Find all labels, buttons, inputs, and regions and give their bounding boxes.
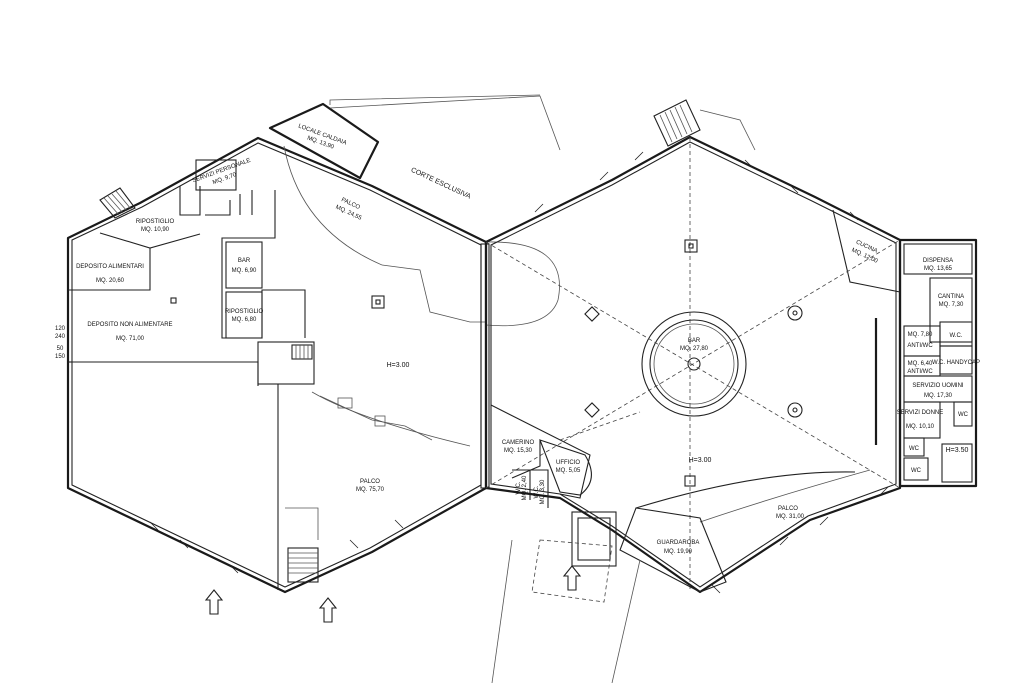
bar-small-area: MQ. 6,90 xyxy=(232,268,257,274)
entrance-arrows xyxy=(204,565,582,623)
servizi-donne-name: SERVIZI DONNE xyxy=(897,410,944,416)
guardaroba-area: MQ. 19,90 xyxy=(664,549,693,555)
wc-a-area: MQ. 2,40 xyxy=(522,475,528,500)
window-ticks xyxy=(149,151,889,594)
wc-s1: WC xyxy=(958,412,969,418)
wc-right: W.C. xyxy=(950,333,963,339)
antiwc-1-name: ANTI/WC xyxy=(907,343,933,349)
dim-2: 240 xyxy=(55,334,66,340)
room-labels: RIPOSTIGLIO MQ. 10,90 SERVIZI PERSONALE … xyxy=(76,124,980,555)
stage-left xyxy=(311,391,471,447)
palco-right-area: MQ. 31,00 xyxy=(776,514,805,520)
ufficio-name: UFFICIO xyxy=(556,460,580,466)
left-building-walls xyxy=(66,136,488,594)
palco-right-name: PALCO xyxy=(778,506,798,512)
dispensa-name: DISPENSA xyxy=(923,258,953,264)
dispensa-area: MQ. 13,65 xyxy=(924,266,953,272)
antiwc-2-name: ANTI/WC xyxy=(907,369,933,375)
entrance xyxy=(491,511,641,683)
deposito-alimentari-area: MQ. 20,60 xyxy=(96,278,125,284)
servizi-uomini-area: MQ. 17,30 xyxy=(924,393,953,399)
wc-b-name: W.C. xyxy=(534,485,540,498)
dim-1: 120 xyxy=(55,326,66,332)
height-wc: H=3.50 xyxy=(946,447,969,454)
stairs-left xyxy=(285,344,319,583)
wc-handy-name: W.C. HANDYCAP xyxy=(932,360,980,366)
wc-b-area: MQ. 3,30 xyxy=(540,479,546,504)
bar-small-name: BAR xyxy=(238,258,251,264)
stairs-top-left xyxy=(99,187,136,219)
height-left: H=3.00 xyxy=(387,362,410,369)
wc-s2: WC xyxy=(909,446,920,452)
ripostiglio-top-name: RIPOSTIGLIO xyxy=(136,219,175,225)
bar-main-name: BAR xyxy=(688,338,701,344)
dim-3: 50 xyxy=(57,346,64,352)
guardaroba-name: GUARDAROBA xyxy=(657,540,700,546)
wc-s3: WC xyxy=(911,468,922,474)
height-right: H=3.00 xyxy=(689,457,712,464)
antiwc-2-area: MQ. 6,40 xyxy=(908,361,933,367)
ripostiglio-mid-name: RIPOSTIGLIO xyxy=(225,309,264,315)
service-wing xyxy=(832,209,978,488)
corte-esclusiva: CORTE ESCLUSIVA xyxy=(410,167,472,201)
bar-main-area: MQ. 27,80 xyxy=(680,346,709,352)
columns-right xyxy=(584,239,803,487)
antiwc-1-area: MQ. 7,80 xyxy=(908,332,933,338)
palco-top-area xyxy=(268,94,561,323)
servizi-donne-area: MQ. 10,10 xyxy=(906,424,935,430)
camerino-area: MQ. 15,30 xyxy=(504,448,533,454)
cantina-area: MQ. 7,30 xyxy=(939,302,964,308)
cantina-name: CANTINA xyxy=(938,294,964,300)
dim-4: 150 xyxy=(55,354,66,360)
servizi-uomini-name: SERVIZIO UOMINI xyxy=(912,383,964,389)
palco-left-name: PALCO xyxy=(360,479,380,485)
stairs-top-right xyxy=(653,99,756,151)
deposito-non-alimentare-name: DEPOSITO NON ALIMENTARE xyxy=(87,322,172,328)
bar-circle xyxy=(641,311,747,417)
ripostiglio-top-area: MQ. 10,90 xyxy=(141,227,170,233)
wc-a-name: W.C. xyxy=(516,481,522,494)
camerino-block xyxy=(490,404,592,508)
ufficio-area: MQ. 5,05 xyxy=(556,468,581,474)
dashed-guides xyxy=(485,137,901,592)
palco-left-area: MQ. 75,70 xyxy=(356,487,385,493)
columns-left xyxy=(170,295,385,309)
ripostiglio-mid-area: MQ. 6,80 xyxy=(232,317,257,323)
camerino-name: CAMERINO xyxy=(502,440,535,446)
stage-right xyxy=(635,469,871,523)
deposito-non-alimentare-area: MQ. 71,00 xyxy=(116,336,145,342)
deposito-alimentari-name: DEPOSITO ALIMENTARI xyxy=(76,264,144,270)
dimension-labels: 120 240 50 150 xyxy=(55,326,66,360)
right-building-walls xyxy=(484,135,902,594)
guardaroba-block xyxy=(619,507,727,593)
